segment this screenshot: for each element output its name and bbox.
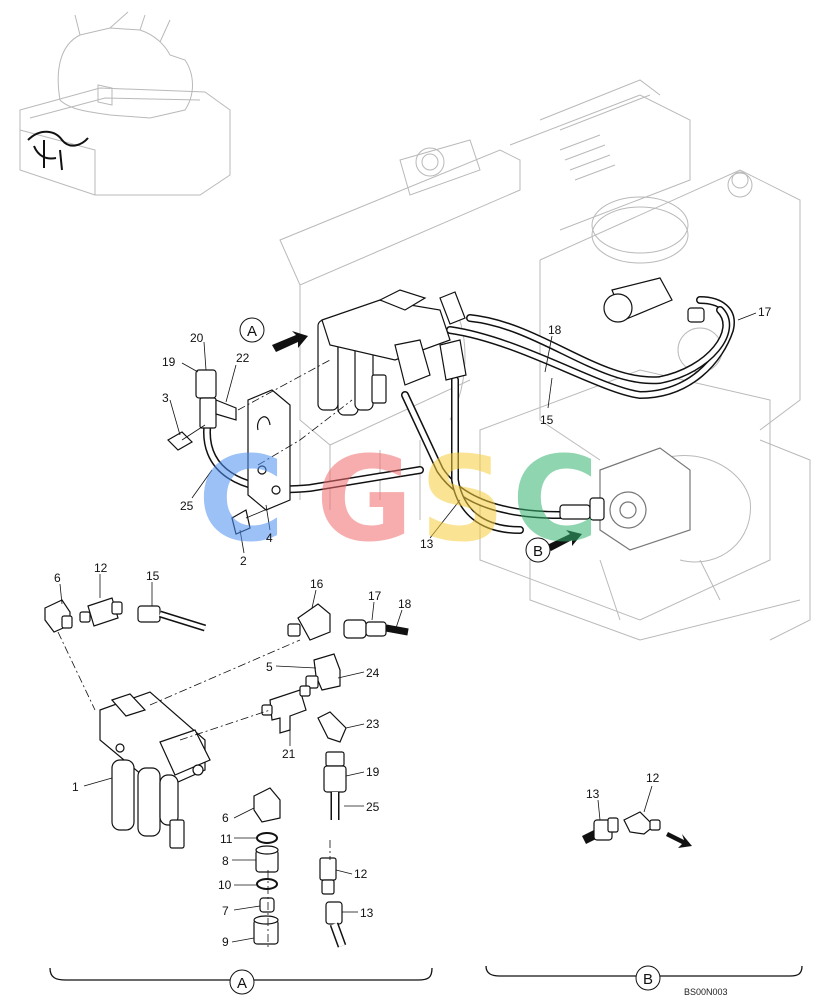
watermark: C G S C (198, 430, 599, 568)
callout-13-b: 13 (360, 906, 374, 920)
callout-13-b-view: 13 (586, 787, 600, 801)
callout-2: 2 (240, 554, 247, 568)
view-label-circles (229, 317, 661, 995)
main-leader-lines (169, 312, 757, 554)
main-hoses (203, 296, 735, 534)
callout-19-main: 19 (162, 355, 176, 369)
pump-area (559, 277, 705, 551)
callout-11: 11 (220, 832, 233, 846)
view-label-a-main: A (247, 323, 257, 340)
flange-plate (167, 369, 291, 535)
callout-10: 10 (218, 878, 232, 892)
callout-1: 1 (72, 780, 79, 794)
valve-assembly-main (317, 289, 467, 416)
watermark-letter-g: G (316, 430, 413, 568)
callout-17-main: 17 (758, 305, 772, 319)
callout-8: 8 (222, 854, 229, 868)
callout-22-main: 22 (236, 351, 250, 365)
callout-25-main: 25 (180, 499, 194, 513)
callout-9: 9 (222, 935, 229, 949)
callout-12-b: 12 (354, 867, 368, 881)
callout-15-a: 15 (146, 569, 160, 583)
callout-23: 23 (366, 717, 380, 731)
callout-4: 4 (266, 531, 273, 545)
view-labels: A B A B (237, 323, 653, 992)
callout-24: 24 (366, 666, 380, 680)
callout-12-a: 12 (94, 561, 108, 575)
view-label-b-bottom: B (643, 971, 653, 988)
callout-15-main: 15 (540, 413, 554, 427)
callout-18-main: 18 (548, 323, 562, 337)
callout-numbers: 20 19 22 3 25 2 4 13 18 15 17 6 12 15 16… (54, 305, 772, 997)
callout-6-a: 6 (54, 571, 61, 585)
callout-7: 7 (222, 904, 229, 918)
callout-21: 21 (282, 747, 296, 761)
callout-5: 5 (266, 660, 273, 674)
watermark-letter-s: S (420, 430, 505, 568)
callout-19-a: 19 (366, 765, 380, 779)
callout-20-main: 20 (190, 331, 204, 345)
view-arrows-main (272, 331, 582, 551)
watermark-letter-c2: C (512, 430, 599, 568)
callout-6-b: 6 (222, 811, 229, 825)
callout-13-main: 13 (420, 537, 434, 551)
exploded-view-b (581, 785, 692, 848)
callout-25-a: 25 (366, 800, 380, 814)
main-dashed-lines (237, 359, 353, 466)
callout-16: 16 (310, 577, 324, 591)
callout-12-b-view: 12 (646, 771, 660, 785)
view-label-a-bottom: A (237, 975, 247, 992)
exploded-view-a (44, 574, 409, 950)
watermark-letter-c1: C (198, 430, 285, 568)
callout-3: 3 (162, 391, 169, 405)
drawing-code: BS00N003 (684, 987, 728, 997)
callout-18-a: 18 (398, 597, 412, 611)
callout-17-a: 17 (368, 589, 382, 603)
view-label-b-main: B (533, 543, 543, 560)
locator-thumbnail (19, 11, 231, 196)
